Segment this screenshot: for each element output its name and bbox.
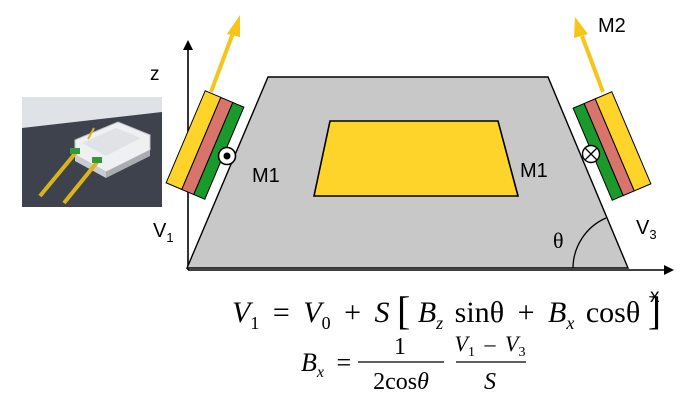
left-arrow-head [227, 15, 240, 37]
svg-text:1: 1 [394, 334, 406, 360]
device-photo [22, 97, 162, 207]
v3-label-sub: 3 [649, 227, 656, 242]
right-arrow-head [574, 17, 588, 38]
theta-label: θ [553, 228, 564, 253]
right-magnetization-arrow [580, 35, 605, 93]
v3-label: V3 [636, 217, 657, 242]
equation-bx: Bx = 1 2cosθ V1 – V3 S [301, 331, 526, 395]
theta-arc [572, 217, 607, 269]
v1-label-sub: 1 [166, 230, 173, 245]
svg-text:Bx =: Bx = [301, 348, 351, 383]
m1-right-label: M1 [520, 160, 548, 182]
svg-text:2cosθ: 2cosθ [373, 369, 429, 395]
m2-label: M2 [598, 15, 626, 37]
z-axis-label: z [150, 64, 160, 85]
x-axis-label: x [650, 286, 660, 307]
left-magnetization-arrow [209, 32, 235, 93]
out-of-page-dot-icon [217, 146, 237, 166]
left-magnet [165, 90, 245, 200]
svg-text:S: S [484, 369, 496, 395]
equation-v1: V1 = V0 + S [ Bz sinθ + Bx cosθ ] [232, 288, 661, 336]
svg-text:V1 – V3: V1 – V3 [455, 331, 526, 361]
top-pad [313, 120, 520, 197]
v1-label: V1 [153, 220, 174, 245]
into-page-cross-icon [581, 144, 601, 164]
m1-left-label: M1 [252, 165, 280, 187]
